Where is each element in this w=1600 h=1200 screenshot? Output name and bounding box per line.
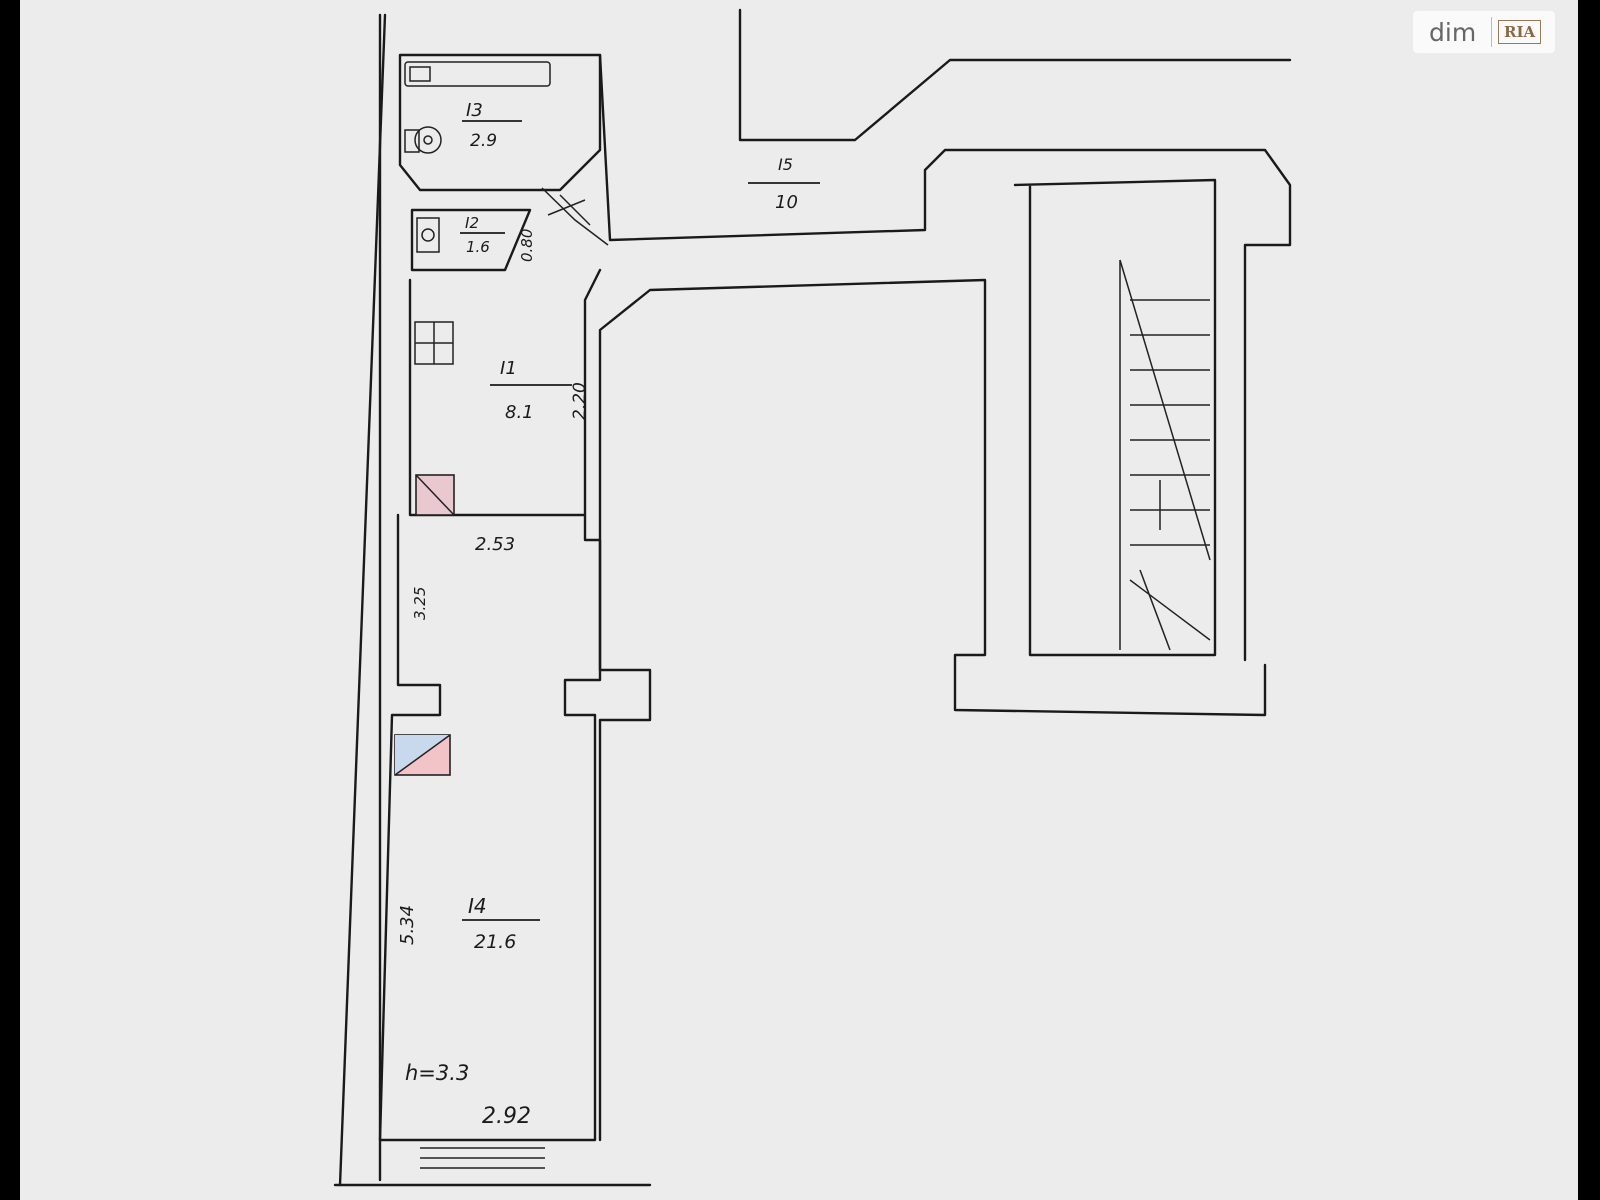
- svg-text:21.6: 21.6: [474, 931, 516, 953]
- dim-ria-watermark: dim RIA: [1413, 11, 1555, 53]
- bathtub-icon: [404, 61, 551, 87]
- svg-text:I2: I2: [465, 214, 479, 232]
- sink-icon: [416, 217, 440, 253]
- room-5-label: I5 10: [748, 155, 820, 213]
- svg-text:I3: I3: [466, 100, 483, 121]
- door-swing-icon: [541, 187, 609, 246]
- svg-text:8.1: 8.1: [505, 402, 534, 423]
- heating-stove-icon: [394, 734, 451, 776]
- dim-living-side: 5.34: [397, 905, 418, 945]
- svg-text:10: 10: [775, 192, 798, 213]
- dim-front-hall-side: 3.25: [411, 587, 429, 620]
- dim-bath-side: 0.80: [518, 229, 536, 262]
- room-1-label: I1 8.1: [490, 358, 572, 423]
- paper-sheet: [20, 0, 1578, 1200]
- dim-kitchen-side: 2.20: [570, 382, 590, 420]
- stairwell-icon: [1119, 259, 1211, 651]
- dim-front-hall-top: 2.53: [475, 534, 515, 555]
- svg-text:1.6: 1.6: [466, 238, 490, 256]
- room-4-label: I4 21.6: [462, 894, 540, 953]
- room-3-label: I3 2.9: [462, 100, 522, 151]
- stove-fireplace-icon: [415, 474, 455, 516]
- dim-living-bottom: 2.92: [482, 1104, 531, 1129]
- entrance-steps-icon: [420, 1147, 545, 1169]
- apartment-walls: [333, 8, 1292, 1187]
- room-2-label: I2 1.6: [460, 214, 505, 256]
- svg-text:I4: I4: [468, 894, 487, 918]
- watermark-divider: [1491, 17, 1492, 47]
- stove-icon: [414, 321, 454, 365]
- svg-text:2.9: 2.9: [470, 131, 497, 151]
- svg-text:I1: I1: [500, 358, 517, 379]
- toilet-icon: [404, 126, 442, 154]
- svg-text:I5: I5: [778, 155, 793, 174]
- ceiling-height: h=3.3: [405, 1061, 469, 1085]
